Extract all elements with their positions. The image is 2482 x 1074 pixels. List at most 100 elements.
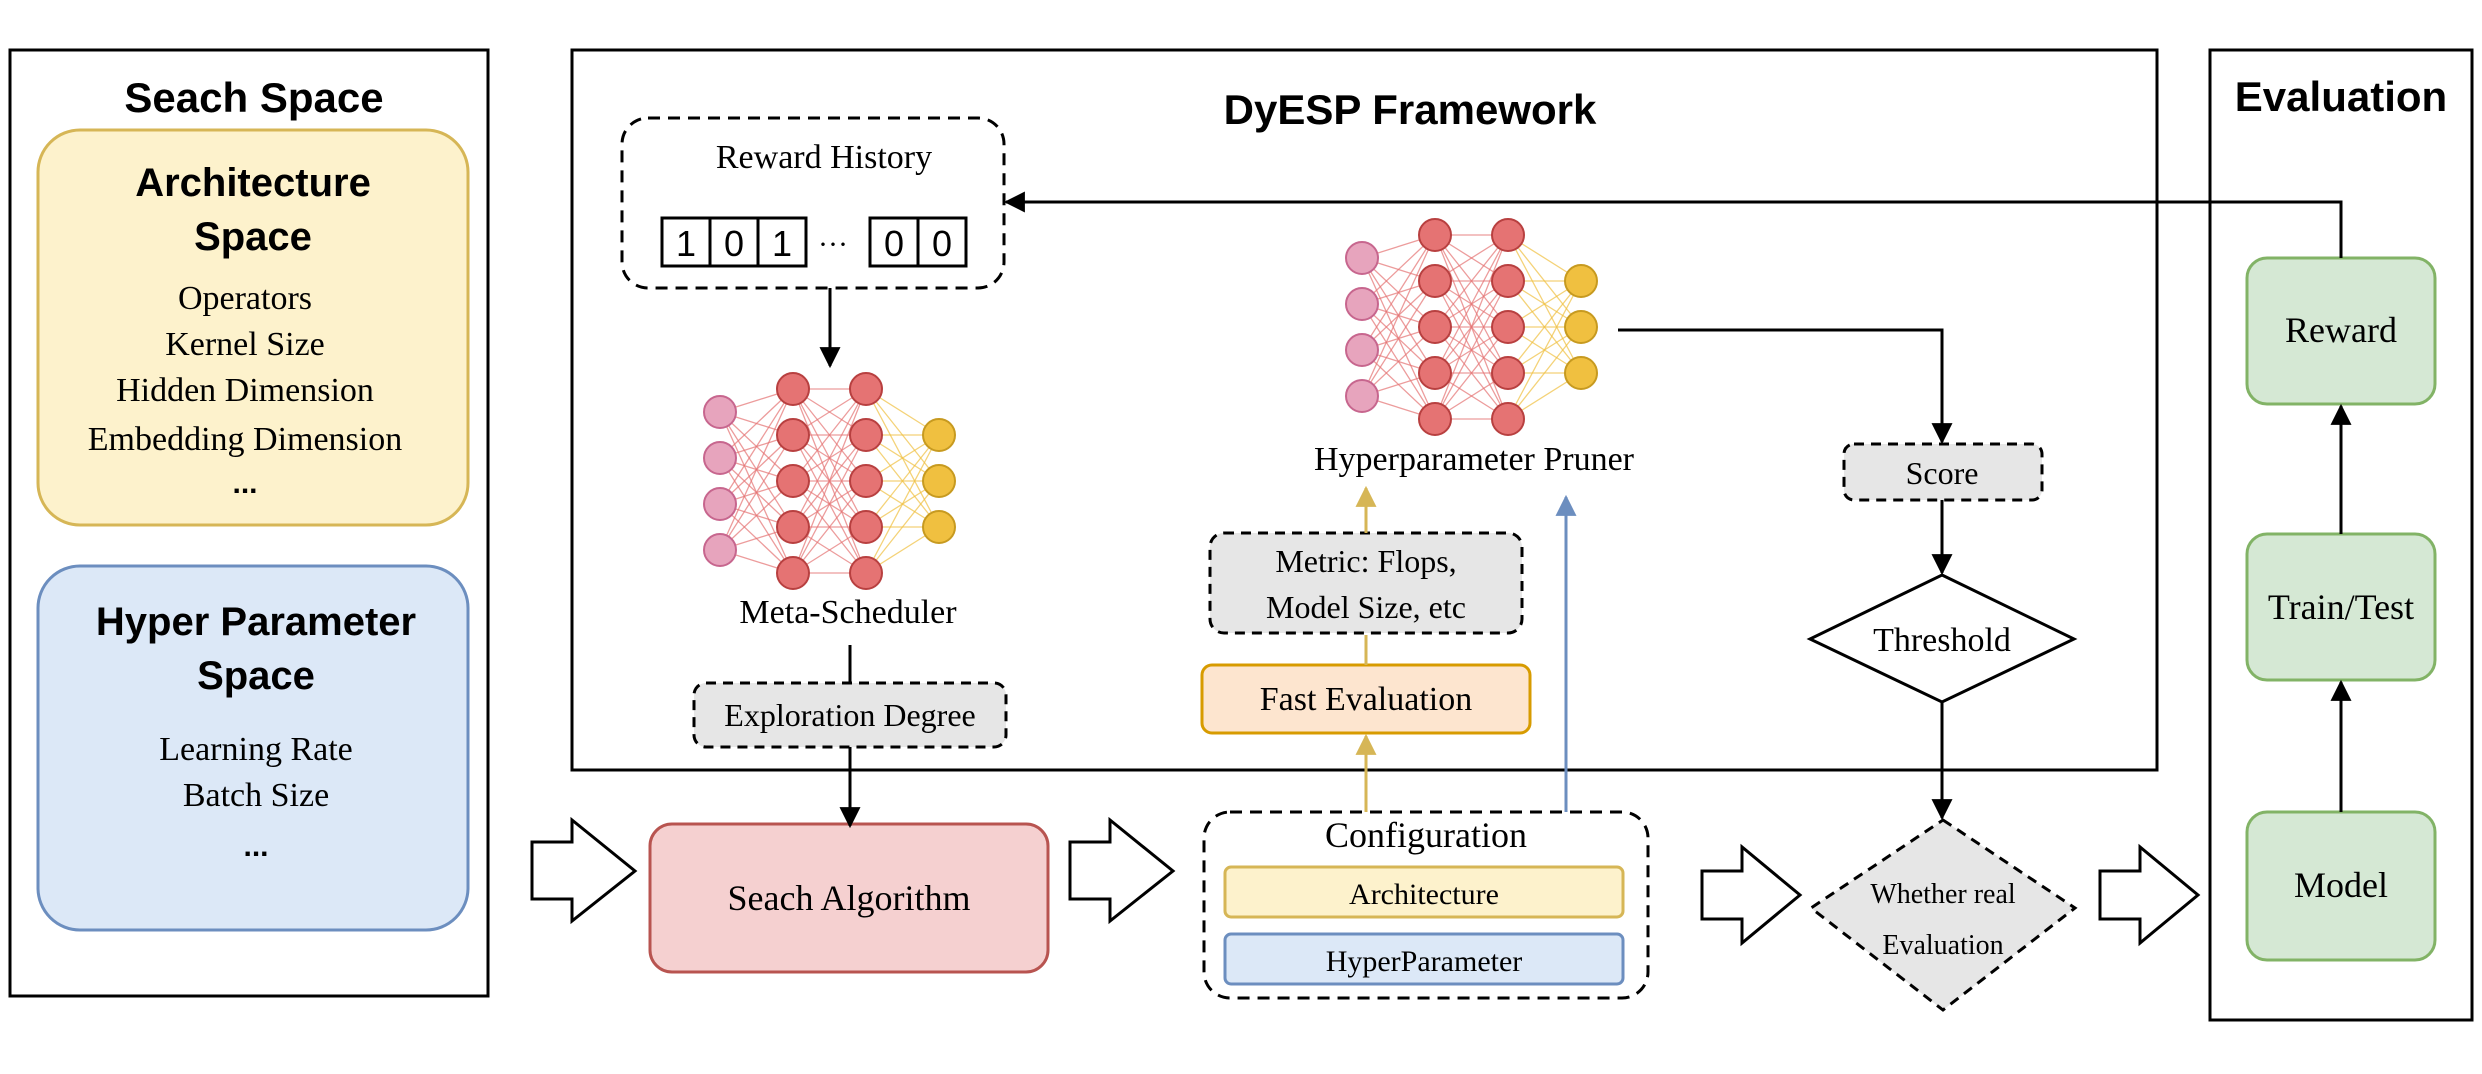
network-node [703,441,737,475]
network-node [776,556,810,590]
network-node [1418,264,1452,298]
fast-evaluation-box: Fast Evaluation [1200,663,1532,735]
network-edge [1361,234,1436,351]
arch-item-hidden-dimension: Hidden Dimension [116,372,374,409]
network-node [1418,356,1452,390]
whether-real-line-1: Whether real [1870,879,2016,910]
model-label: Model [2294,865,2388,905]
network-node [922,418,956,452]
hyper-item-learning-rate: Learning Rate [159,731,353,768]
flow-arrow-icon [1068,816,1176,925]
network-node [1491,310,1525,344]
config-architecture-label: Architecture [1349,878,1499,911]
reward-bit-3: 1 [772,223,792,264]
flow-arrow-icon [2098,843,2201,947]
network-edge [1507,280,1582,374]
network-edge [1434,234,1509,374]
network-node [849,418,883,452]
exploration-degree-label: Exploration Degree [724,697,975,733]
network-node [1345,287,1379,321]
network-node [1491,356,1525,390]
score-box: Score [1842,442,2044,502]
search-algorithm-label: Seach Algorithm [728,878,971,918]
network-edge [1434,234,1509,420]
network-edge [865,434,940,528]
network-node [1564,264,1598,298]
network-edge [1507,326,1582,420]
network-edge [1361,234,1436,397]
meta-scheduler-network-icon [703,372,956,590]
network-node [703,533,737,567]
reward-bits-ellipsis: ··· [818,228,848,261]
network-edge [1434,326,1509,420]
flow-arrow-icon [530,816,638,925]
search-algorithm-box: Seach Algorithm [648,822,1050,974]
arch-item-ellipsis: ... [232,467,257,500]
config-architecture-rect [1223,865,1625,919]
network-edge [719,388,794,505]
hyper-space-title-2: Space [197,654,315,698]
network-node [1418,218,1452,252]
configuration-box: Configuration Architecture HyperParamete… [1202,810,1650,1000]
network-edge [719,434,794,551]
architecture-space-title-1: Architecture [135,161,371,205]
reward-feedback-arrow [1003,191,2343,258]
reward-bit-n-1: 0 [884,223,904,264]
score-label: Score [1906,455,1979,491]
reward-history-title: Reward History [716,139,932,176]
fast-evaluation-label: Fast Evaluation [1260,681,1472,718]
hyper-item-ellipsis: ... [243,830,268,863]
pruner-to-score-arrow [1618,328,1953,445]
search-space-panel: Seach Space Architecture Space Operators… [8,48,490,998]
arch-item-embedding-dimension: Embedding Dimension [88,421,402,458]
network-edge [792,388,867,528]
network-node [922,510,956,544]
flow-arrow-icon [1700,843,1803,947]
network-node [703,487,737,521]
network-node [1491,218,1525,252]
network-node [1345,379,1379,413]
network-edge [1507,280,1582,420]
metric-line-1: Metric: Flops, [1275,543,1456,579]
arch-item-operators: Operators [178,280,312,317]
connectors [819,191,2352,829]
network-node [849,556,883,590]
network-edge [792,480,867,574]
config-hyperparameter-label: HyperParameter [1326,945,1523,978]
network-node [1418,310,1452,344]
config-hyperparameter-rect [1223,932,1625,986]
network-node [776,418,810,452]
network-edge [719,388,794,551]
network-edge [1361,280,1436,397]
whether-real-line-2: Evaluation [1882,930,2003,961]
evaluation-panel: Evaluation Reward Train/Test Model [2208,48,2474,1022]
reward-history-box: Reward History 1 0 1 ··· 0 0 [620,116,1006,290]
reward-label: Reward [2285,310,2397,350]
whether-real-evaluation-diamond: Whether real Evaluation [1808,818,2078,1012]
hyperparameter-pruner-network-icon [1345,218,1598,436]
hyper-parameter-space-rect [36,564,470,932]
network-node [849,510,883,544]
network-node [1491,402,1525,436]
architecture-space-title-2: Space [194,215,312,259]
pruner-label: Hyperparameter Pruner [1314,441,1635,478]
network-edge [1434,234,1509,328]
arch-item-kernel-size: Kernel Size [165,326,325,363]
reward-bit-2: 0 [724,223,744,264]
network-node [1345,333,1379,367]
network-node [1491,264,1525,298]
reward-bit-n: 0 [932,223,952,264]
network-edge [865,480,940,574]
network-edge [792,388,867,574]
threshold-label: Threshold [1873,622,2011,659]
meta-scheduler-label: Meta-Scheduler [739,594,957,631]
network-node [1564,356,1598,390]
network-edge [1434,280,1509,420]
network-node [1345,241,1379,275]
network-node [1564,310,1598,344]
network-node [776,464,810,498]
network-edge [865,434,940,574]
train-test-label: Train/Test [2268,587,2414,627]
network-node [703,395,737,429]
